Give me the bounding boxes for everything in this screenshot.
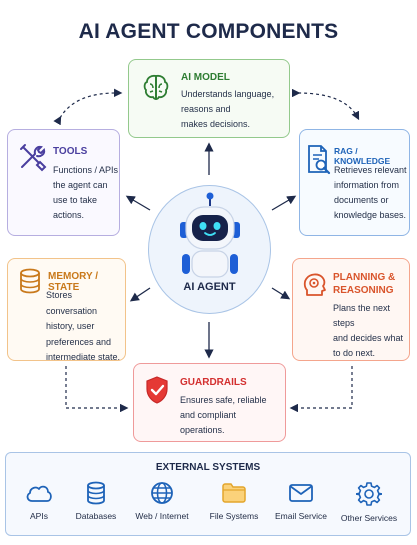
tools-desc-line: use to take: [53, 195, 98, 205]
external-item-email: Email Service: [268, 481, 334, 521]
wrench-screwdriver-icon: [20, 144, 47, 172]
planning-reasoning-card: PLANNING & REASONING Plans the next step…: [292, 258, 410, 361]
cloud-icon: [26, 485, 52, 502]
external-item-label: Databases: [75, 511, 117, 521]
memory-title: MEMORY / STATE: [48, 271, 99, 293]
external-item-databases: Databases: [63, 481, 129, 521]
brain-head-icon: [303, 273, 326, 296]
tools-title: TOOLS: [53, 146, 88, 157]
folder-icon: [222, 483, 246, 503]
guardrails-desc-line: and compliant: [180, 410, 237, 420]
memory-desc-line: history, user: [46, 321, 95, 331]
guardrails-desc-line: operations.: [180, 425, 225, 435]
ai-agent-hub: AI AGENT: [148, 185, 271, 314]
rag-title: RAG / KNOWLEDGE: [334, 146, 391, 166]
external-systems-title: EXTERNAL SYSTEMS: [155, 462, 261, 473]
external-item-label: Email Service: [275, 511, 327, 521]
memory-desc-line: Stores conversation: [46, 290, 98, 316]
tools-desc-line: Functions / APIs: [53, 165, 119, 175]
database-icon: [20, 268, 40, 294]
planning-title-line: PLANNING &: [333, 272, 396, 283]
ai-model-title: AI MODEL: [181, 72, 230, 83]
rag-knowledge-card: RAG / KNOWLEDGE Retrieves relevant infor…: [299, 129, 410, 236]
memory-desc-line: preferences and: [46, 336, 112, 347]
guardrails-desc-line: Ensures safe, reliable: [180, 395, 267, 405]
external-systems-panel: EXTERNAL SYSTEMS APIs Databases Web / In…: [5, 452, 411, 536]
guardrails-card: GUARDRAILS Ensures safe, reliable and co…: [133, 363, 286, 442]
external-item-other: Other Services: [336, 481, 402, 523]
rag-desc-line: knowledge bases.: [334, 210, 407, 220]
planning-desc-line: and decides what: [333, 333, 404, 343]
guardrails-title: GUARDRAILS: [180, 377, 247, 388]
gear-icon: [356, 482, 382, 506]
ai-model-desc-line: reasons and: [181, 104, 231, 114]
planning-title-line: REASONING: [333, 285, 394, 296]
rag-desc-line: Retrieves relevant: [334, 165, 407, 175]
planning-desc-line: Plans the next steps: [333, 303, 391, 328]
tools-desc-line: the agent can: [53, 180, 108, 190]
external-item-label: Other Services: [340, 513, 398, 523]
rag-desc-line: documents or: [334, 195, 389, 205]
globe-icon: [151, 482, 173, 504]
shield-check-icon: [146, 376, 168, 404]
external-item-label: File Systems: [209, 511, 259, 521]
database-icon: [87, 481, 105, 505]
ai-model-desc-line: makes decisions.: [181, 119, 251, 129]
document-search-icon: [308, 145, 331, 175]
diagram-title: AI AGENT COMPONENTS: [78, 20, 339, 43]
ai-model-card: AI MODEL Understands language, reasons a…: [128, 59, 290, 138]
ai-model-desc-line: Understands language,: [181, 89, 275, 99]
tools-card: TOOLS Functions / APIs the agent can use…: [7, 129, 120, 236]
external-item-label: Web / Internet: [135, 511, 189, 521]
memory-state-card: MEMORY / STATE Stores conversation histo…: [7, 258, 126, 362]
external-item-web: Web / Internet: [129, 481, 195, 521]
external-item-files: File Systems: [201, 481, 267, 521]
external-item-label: APIs: [30, 511, 48, 521]
brain-icon: [143, 74, 169, 100]
ai-agent-label: AI AGENT: [183, 281, 236, 293]
planning-desc-line: to do next.: [333, 348, 376, 358]
rag-desc-line: information from: [334, 180, 400, 190]
memory-desc-line: intermediate state.: [46, 352, 121, 362]
external-item-apis: APIs: [6, 481, 72, 521]
tools-desc-line: actions.: [53, 210, 85, 220]
mail-icon: [289, 484, 313, 502]
robot-icon: [180, 192, 240, 278]
